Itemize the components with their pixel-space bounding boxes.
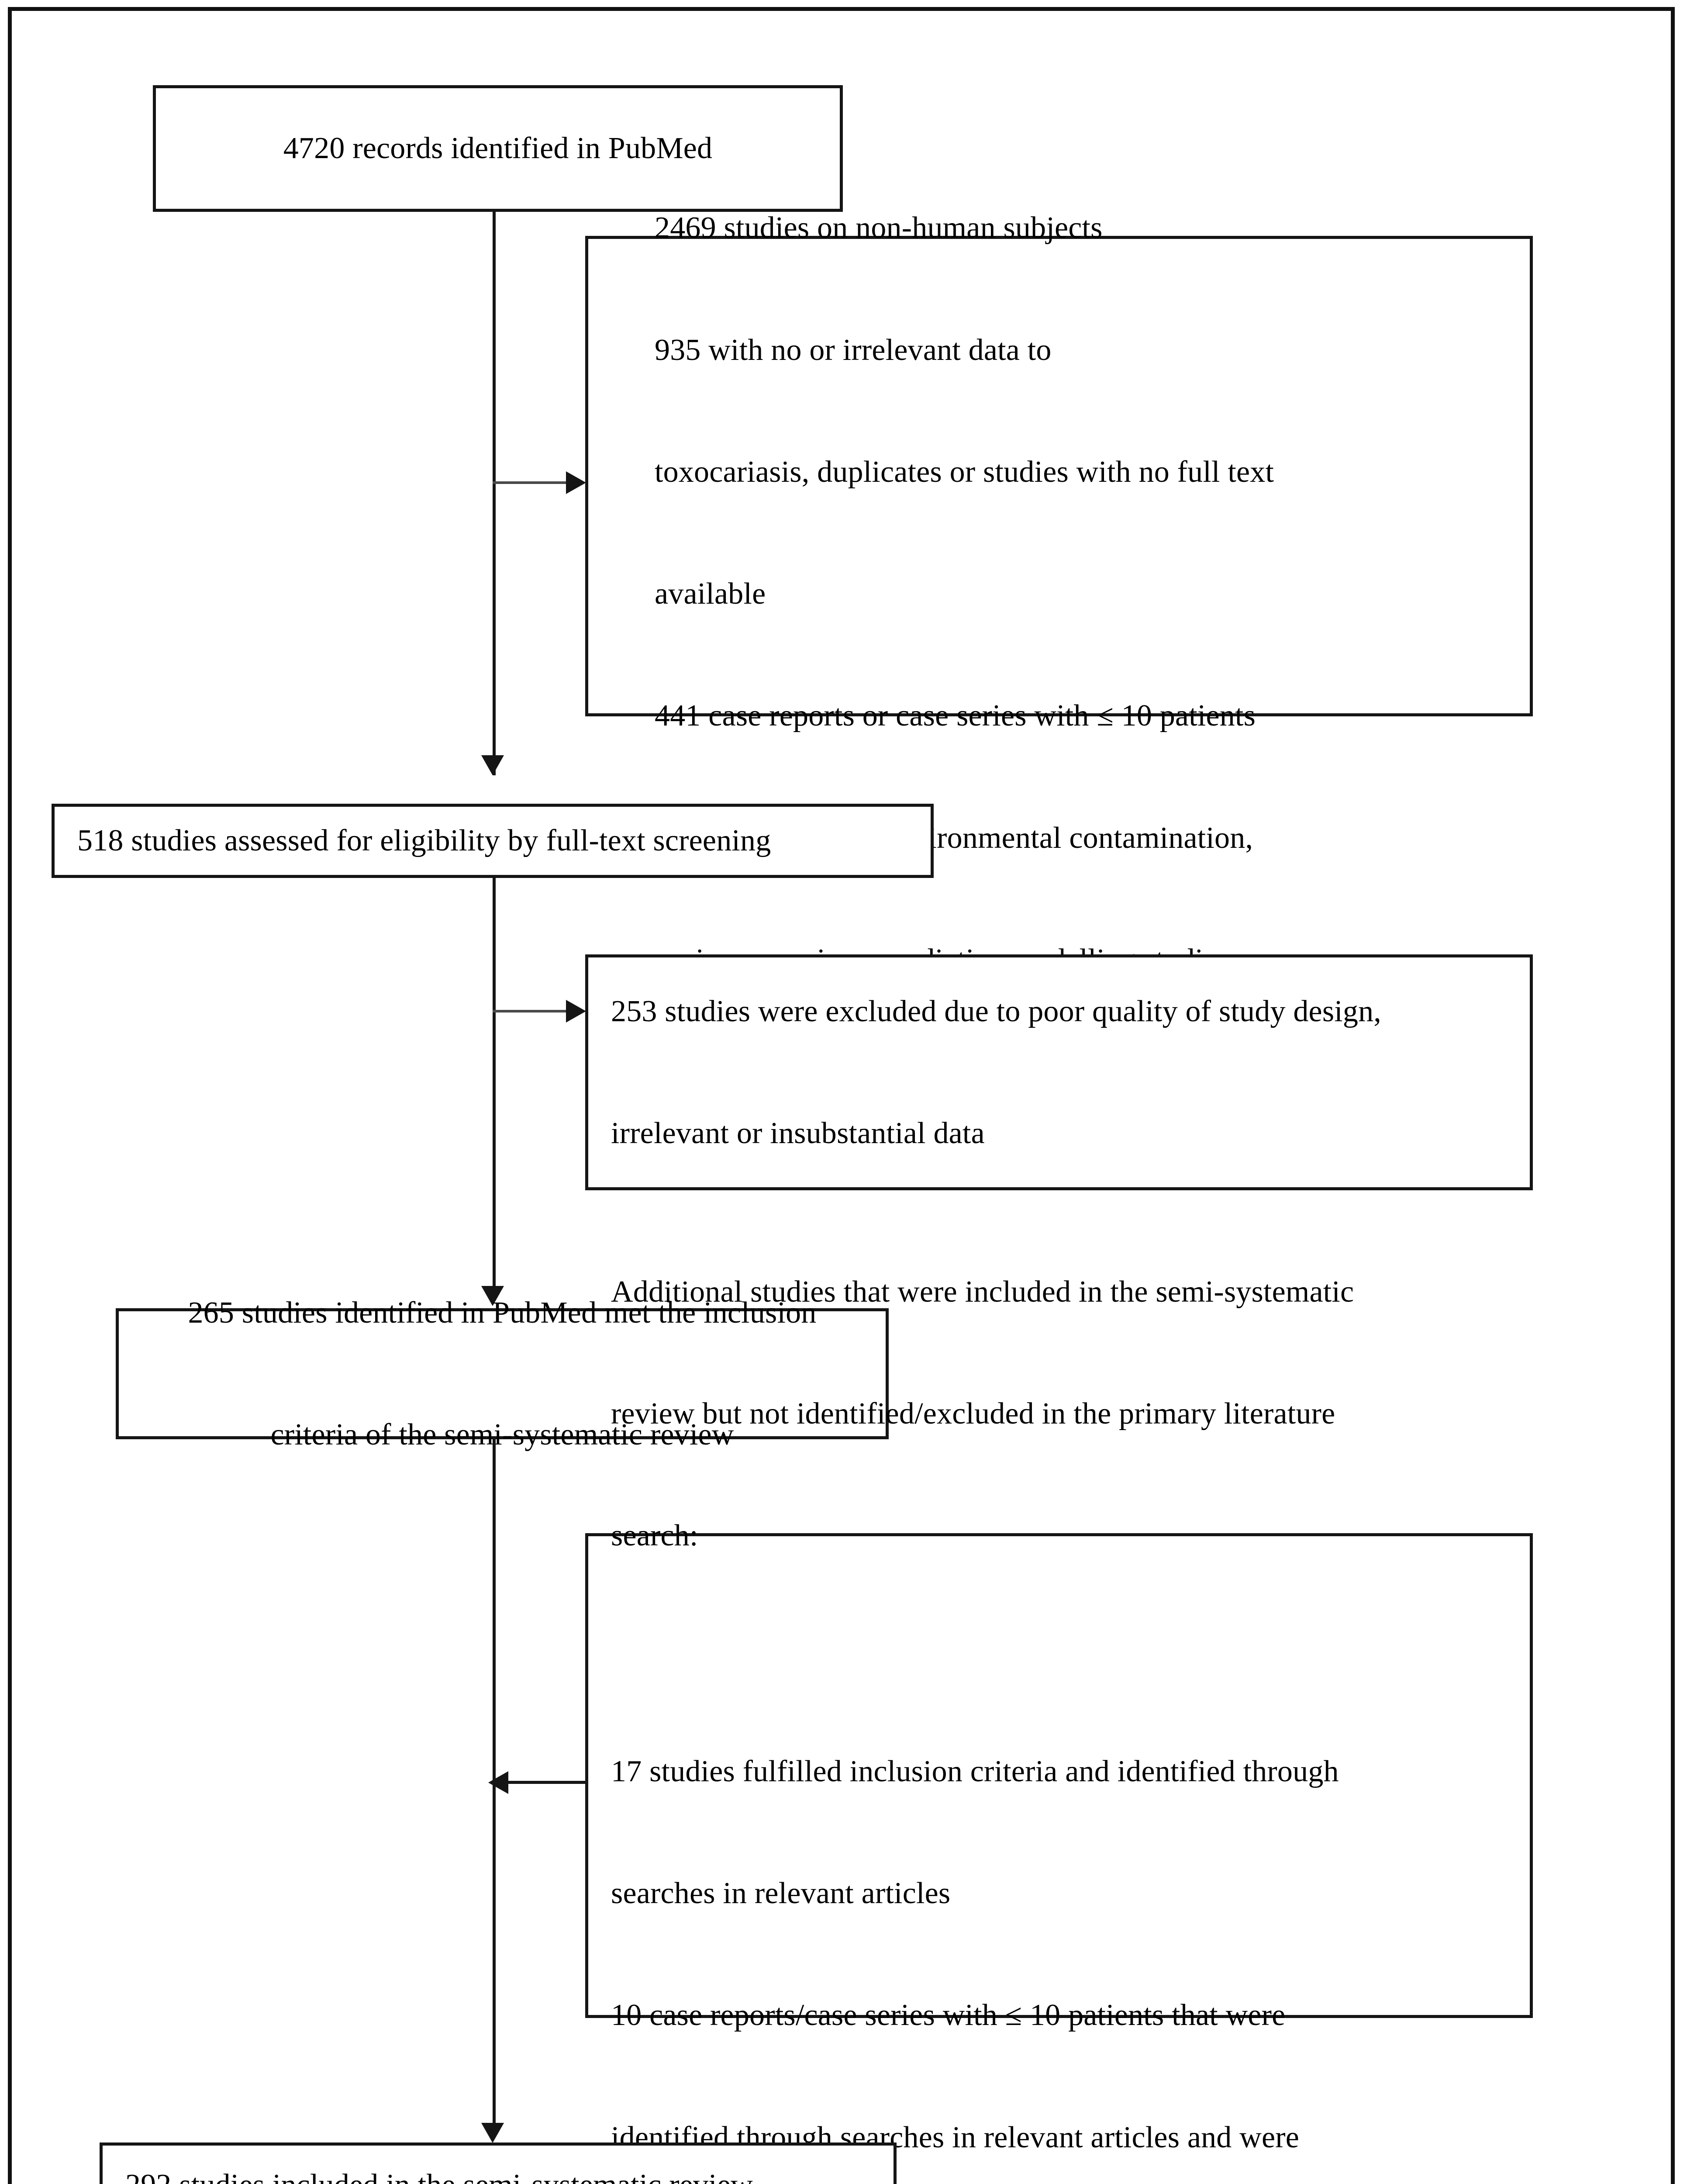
met-criteria-line1: 265 studies identified in PubMed met the… — [188, 1296, 817, 1330]
additional-intro-line3: search: — [611, 1519, 698, 1553]
node-records-identified: 4720 records identified in PubMed — [153, 85, 843, 212]
additional-body-line1: 17 studies fulfilled inclusion criteria … — [611, 1754, 1339, 1788]
excluded-fulltext-line2: irrelevant or insubstantial data — [611, 1116, 985, 1151]
connector-to-excluded-abstract — [493, 481, 571, 484]
met-criteria-line2: criteria of the semi-systematic review — [270, 1418, 734, 1452]
node-met-inclusion-criteria: 265 studies identified in PubMed met the… — [116, 1296, 889, 1451]
excluded-reason-case-reports: 441 case reports or case series with ≤ 1… — [655, 699, 1256, 733]
node-excluded-after-abstract: 4202 studies were excluded after screeni… — [585, 211, 1533, 977]
node-additional-studies: Additional studies that were included in… — [585, 1275, 1533, 2154]
excluded-fulltext-line1: 253 studies were excluded due to poor qu… — [611, 994, 1382, 1028]
node-assessed-eligibility-text: 518 studies assessed for eligibility by … — [77, 824, 771, 858]
additional-studies-gap — [611, 1638, 1512, 1670]
excluded-reason-no-data-cont: toxocariasis, duplicates or studies with… — [655, 455, 1274, 489]
node-met-inclusion-criteria-body: 265 studies identified in PubMed met the… — [119, 1211, 886, 1537]
connector-to-excluded-fulltext — [493, 1010, 571, 1013]
node-studies-included: 292 studies included in the semi-systema… — [100, 2143, 897, 2184]
excluded-abstract-gap — [611, 13, 1512, 45]
arrowhead-down-to-eligibility — [481, 755, 504, 775]
node-assessed-eligibility: 518 studies assessed for eligibility by … — [52, 804, 934, 878]
node-studies-included-text: 292 studies included in the semi-systema… — [103, 2165, 894, 2184]
excluded-reason-no-data-cont2: available — [655, 577, 766, 611]
additional-body-line2: searches in relevant articles — [611, 1876, 951, 1911]
arrowhead-down-to-included — [481, 2123, 504, 2143]
arrowhead-right-to-excluded-fulltext — [566, 1000, 586, 1023]
excluded-reason-non-human: 2469 studies on non-human subjects — [655, 211, 1103, 245]
excluded-reason-no-data: 935 with no or irrelevant data to — [655, 333, 1052, 367]
node-excluded-full-text: 253 studies were excluded due to poor qu… — [585, 954, 1533, 1190]
connector-from-additional-studies — [500, 1781, 587, 1784]
arrowhead-right-to-excluded-abstract — [566, 471, 586, 494]
additional-intro-line1: Additional studies that were included in… — [611, 1275, 1354, 1309]
arrowhead-left-to-trunk — [488, 1771, 508, 1794]
node-records-identified-text: 4720 records identified in PubMed — [283, 131, 713, 166]
additional-intro-line2: review but not identified/excluded in th… — [611, 1397, 1335, 1431]
arrowhead-down-to-met-criteria — [481, 1286, 504, 1306]
node-excluded-full-text-body: 253 studies were excluded due to poor qu… — [588, 910, 1530, 1235]
additional-body-line3: 10 case reports/case series with ≤ 10 pa… — [611, 1998, 1286, 2032]
node-additional-studies-body: Additional studies that were included in… — [588, 1190, 1530, 2184]
connector-eligibility-to-met-criteria — [493, 878, 496, 1291]
connector-identified-to-eligibility — [493, 212, 496, 775]
